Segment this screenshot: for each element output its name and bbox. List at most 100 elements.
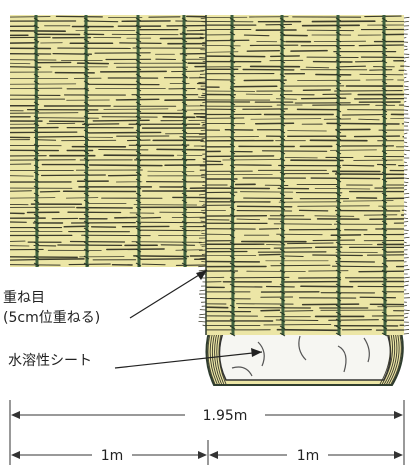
rope-twist [135, 115, 142, 120]
edge-fringe-straw [403, 149, 410, 152]
rope-twist [335, 325, 342, 330]
rope-twist [381, 150, 388, 155]
seam-fringe-straw [199, 57, 207, 59]
rope-twist [335, 311, 342, 316]
edge-fringe-straw [403, 20, 409, 23]
edge-fringe-straw [403, 280, 410, 283]
rope-twist [229, 94, 236, 99]
rope-twist [181, 164, 188, 169]
reed-straw [99, 70, 167, 73]
rope-twist [279, 52, 286, 57]
reed-straw [140, 216, 162, 219]
leader-lines [114, 269, 263, 369]
rope-twist [33, 24, 40, 29]
reed-straw [10, 197, 56, 199]
rope-twist [279, 248, 286, 253]
rope-twist [279, 234, 286, 239]
seam-fringe-straw [202, 212, 207, 215]
rope-twist [279, 150, 286, 155]
rope-twist [335, 227, 342, 232]
reed-straw [386, 251, 404, 253]
reed-straw [10, 16, 51, 18]
reed-straw [261, 150, 328, 152]
rope-twist [229, 234, 236, 239]
reed-straw [10, 264, 61, 266]
edge-fringe-straw [403, 88, 409, 91]
reed-straw [342, 113, 388, 116]
rope-twist [181, 59, 188, 64]
reed-straw [369, 303, 404, 306]
rope-twist [135, 241, 142, 246]
seam-fringe-straw [198, 265, 207, 268]
rope-twist [279, 87, 286, 92]
rope-twist [181, 73, 188, 78]
rope-twist [335, 157, 342, 162]
edge-fringe-straw [403, 85, 409, 88]
reed-straw [364, 155, 404, 158]
edge-fringe-straw [403, 181, 409, 184]
rope-twist [381, 122, 388, 127]
reed-straw [10, 212, 25, 215]
rope-twist [181, 17, 188, 22]
rope-twist [279, 66, 286, 71]
rope-twist [381, 290, 388, 295]
rope-twist [335, 241, 342, 246]
edge-fringe-straw [403, 161, 407, 164]
edge-fringe-straw [403, 177, 409, 179]
rope-twist [33, 199, 40, 204]
reed-straw [284, 255, 304, 257]
rope-twist [229, 192, 236, 197]
rope-twist [135, 122, 142, 127]
rope-twist [135, 66, 142, 71]
seam-fringe-straw [201, 260, 207, 263]
seam-fringe-straw [198, 249, 207, 252]
rope-twist [83, 66, 90, 71]
rope-twist [83, 45, 90, 50]
reed-straw [338, 65, 366, 68]
rope-twist [381, 332, 388, 337]
rope-twist [135, 234, 142, 239]
rope-twist [335, 290, 342, 295]
reed-straw [334, 90, 403, 92]
rope-twist [279, 227, 286, 232]
rope-twist [279, 241, 286, 246]
seam-fringe-straw [201, 137, 207, 140]
reed-straw [206, 306, 229, 309]
rope-twist [279, 108, 286, 113]
rope-twist [335, 108, 342, 113]
rope-twist [279, 192, 286, 197]
rope-twist [33, 164, 40, 169]
edge-fringe-straw [403, 45, 408, 47]
rope-twist [381, 199, 388, 204]
rope-twist [135, 213, 142, 218]
dim-left-arrow-end [198, 451, 207, 459]
rope-twist [229, 255, 236, 260]
rope-twist [181, 234, 188, 239]
seam-fringe-straw [198, 316, 207, 319]
seam-fringe-straw [199, 104, 207, 107]
dim-left-arrow-start [11, 451, 20, 459]
reed-straw [40, 174, 106, 177]
rope-twist [381, 318, 388, 323]
rope-twist [181, 24, 188, 29]
rope-twist [381, 206, 388, 211]
rope-twist [181, 199, 188, 204]
seam-fringe-straw [201, 209, 207, 212]
reed-straw [383, 33, 404, 36]
edge-fringe-straw [403, 324, 410, 327]
edge-fringe-straw [403, 309, 410, 311]
seam-fringe-straw [198, 133, 207, 136]
rope-twist [181, 157, 188, 162]
reed-straw [359, 73, 404, 76]
rope-twist [83, 94, 90, 99]
rope-twist [83, 227, 90, 232]
rope-twist [229, 276, 236, 281]
reed-straw [10, 258, 36, 261]
reed-straw [358, 44, 404, 47]
rope-twist [381, 143, 388, 148]
rope-twist [381, 157, 388, 162]
binding-rope [280, 14, 285, 336]
rope-twist [381, 192, 388, 197]
seam-fringe-straw [200, 297, 207, 299]
rope-twist [135, 45, 142, 50]
